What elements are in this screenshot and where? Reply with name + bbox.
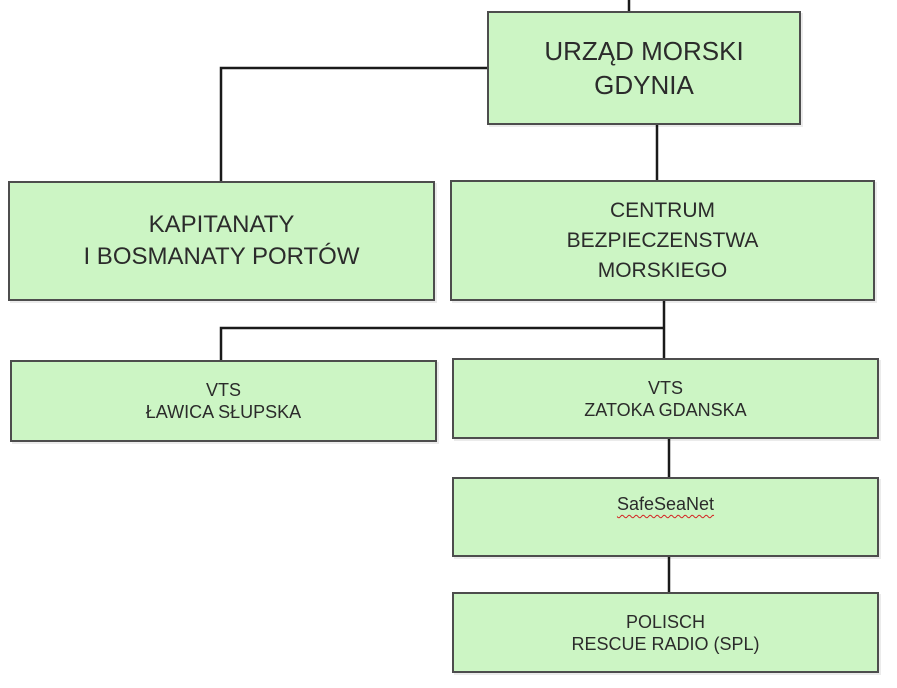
node-line: I BOSMANATY PORTÓW: [83, 243, 360, 270]
node-urzad-morski-gdynia: URZĄD MORSKI GDYNIA: [487, 11, 801, 125]
node-line: GDYNIA: [594, 70, 694, 100]
node-line: POLISCH: [625, 611, 706, 632]
connector-root-harbours: [219, 66, 488, 182]
node-line: CENTRUM: [610, 198, 715, 222]
node-vts-zatoka-gdanska: VTS ZATOKA GDANSKA: [452, 358, 879, 439]
node-polisch-rescue-radio: POLISCH RESCUE RADIO (SPL): [452, 592, 879, 673]
node-line: RESCUE RADIO (SPL): [571, 633, 760, 654]
node-line: KAPITANATY: [148, 211, 295, 238]
node-vts-lawica-slupska: VTS ŁAWICA SŁUPSKA: [10, 360, 437, 442]
node-line: VTS: [205, 380, 241, 400]
node-line: VTS: [647, 377, 683, 398]
node-line: ZATOKA GDANSKA: [584, 399, 747, 420]
node-centrum-bezpieczenstwa: CENTRUM BEZPIECZENSTWA MORSKIEGO: [450, 180, 875, 301]
node-line: SafeSeaNet: [616, 494, 715, 514]
node-line: URZĄD MORSKI: [544, 36, 744, 66]
connector-trunk-vts-lawica: [219, 326, 664, 361]
node-line: MORSKIEGO: [597, 258, 728, 282]
node-safeseanet: SafeSeaNet: [452, 477, 879, 557]
node-line: BEZPIECZENSTWA: [566, 228, 759, 252]
node-kapitanaty-bosmanaty: KAPITANATY I BOSMANATY PORTÓW: [8, 181, 435, 301]
node-line: ŁAWICA SŁUPSKA: [145, 402, 302, 422]
